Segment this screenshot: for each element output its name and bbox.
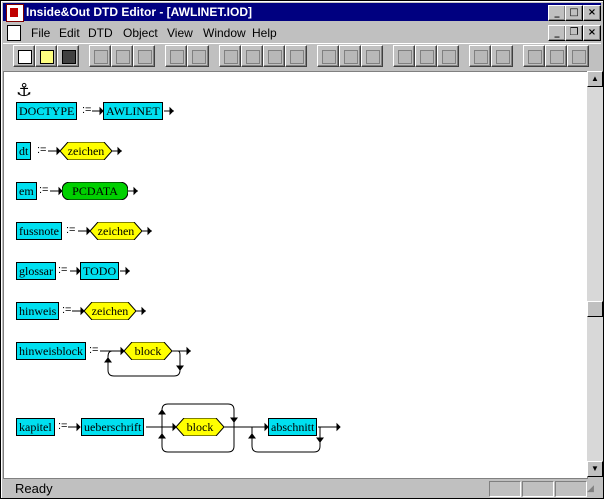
- move-up-icon[interactable]: [523, 45, 545, 67]
- cut-icon[interactable]: [89, 45, 111, 67]
- child-minimize-button[interactable]: _: [548, 25, 566, 41]
- scroll-thumb[interactable]: [587, 301, 603, 317]
- insert-pcdata-icon[interactable]: [263, 45, 285, 67]
- element-box-abschnitt[interactable]: abschnitt: [268, 418, 318, 436]
- sequence-icon[interactable]: [317, 45, 339, 67]
- reference-hex-block[interactable]: block: [124, 342, 172, 360]
- child-close-button[interactable]: ×: [583, 25, 601, 41]
- assign-operator: :=: [37, 144, 47, 156]
- child-restore-button[interactable]: ❐: [565, 25, 583, 41]
- status-panel: [555, 481, 587, 497]
- reference-hex-zeichen[interactable]: zeichen: [60, 142, 112, 160]
- insert-element-icon[interactable]: [219, 45, 241, 67]
- maximize-button[interactable]: □: [565, 5, 583, 21]
- rule-name-dt[interactable]: dt: [16, 142, 32, 160]
- reference-hex-zeichen[interactable]: zeichen: [90, 222, 142, 240]
- rule-name-em[interactable]: em: [16, 182, 37, 200]
- diagram-canvas[interactable]: ⚓: [3, 71, 588, 479]
- menu-view[interactable]: View: [167, 26, 193, 40]
- insert-reference-icon[interactable]: [241, 45, 263, 67]
- optional-icon[interactable]: [393, 45, 415, 67]
- copy-icon[interactable]: [111, 45, 133, 67]
- assign-operator: :=: [82, 104, 92, 116]
- move-right-icon[interactable]: [491, 45, 513, 67]
- scroll-down-arrow-icon[interactable]: ▼: [587, 461, 603, 477]
- element-box-ueberschrift[interactable]: ueberschrift: [81, 418, 145, 436]
- status-bar: Ready ◢: [3, 479, 601, 498]
- document-icon[interactable]: [7, 25, 21, 41]
- scroll-up-arrow-icon[interactable]: ▲: [587, 71, 603, 87]
- status-panel: [489, 481, 521, 497]
- reference-hex-block[interactable]: block: [176, 418, 224, 436]
- new-file-icon[interactable]: [13, 45, 35, 67]
- redo-icon[interactable]: [187, 45, 209, 67]
- repeat-icon[interactable]: [415, 45, 437, 67]
- menu-bar: File Edit DTD Object View Window Help _ …: [3, 23, 601, 42]
- app-icon[interactable]: [6, 4, 24, 22]
- resize-grip-icon[interactable]: ◢: [587, 483, 594, 493]
- title-bar[interactable]: Inside&Out DTD Editor - [AWLINET.IOD] _ …: [3, 3, 601, 22]
- rule-name-hinweisblock[interactable]: hinweisblock: [16, 342, 86, 360]
- menu-file[interactable]: File: [31, 26, 51, 40]
- assign-operator: :=: [89, 344, 99, 356]
- close-button[interactable]: ×: [583, 5, 601, 21]
- group-icon[interactable]: [361, 45, 383, 67]
- assign-operator: :=: [39, 184, 49, 196]
- insert-attribute-icon[interactable]: [285, 45, 307, 67]
- save-icon[interactable]: [57, 45, 79, 67]
- choice-icon[interactable]: [339, 45, 361, 67]
- window-title: Inside&Out DTD Editor - [AWLINET.IOD]: [26, 5, 252, 19]
- assign-operator: :=: [58, 264, 68, 276]
- menu-edit[interactable]: Edit: [59, 26, 80, 40]
- menu-dtd[interactable]: DTD: [88, 26, 113, 40]
- anchor-icon[interactable]: ⚓: [16, 80, 33, 101]
- repeat-optional-icon[interactable]: [437, 45, 459, 67]
- status-panel: [522, 481, 554, 497]
- rule-name-kapitel[interactable]: kapitel: [16, 418, 55, 436]
- connector-lines: [48, 106, 341, 453]
- menu-object[interactable]: Object: [123, 26, 158, 40]
- move-down-icon[interactable]: [545, 45, 567, 67]
- menu-help[interactable]: Help: [252, 26, 277, 40]
- rule-name-glossar[interactable]: glossar: [16, 262, 56, 280]
- open-folder-icon[interactable]: [35, 45, 57, 67]
- undo-icon[interactable]: [165, 45, 187, 67]
- go-up-icon[interactable]: [567, 45, 589, 67]
- move-left-icon[interactable]: [469, 45, 491, 67]
- toolbar: [3, 43, 601, 70]
- menu-window[interactable]: Window: [203, 26, 246, 40]
- element-box-awlinet[interactable]: AWLINET: [103, 102, 163, 120]
- rule-name-doctype[interactable]: DOCTYPE: [16, 102, 78, 120]
- element-box-todo[interactable]: TODO: [80, 262, 120, 280]
- assign-operator: :=: [66, 224, 76, 236]
- vertical-scrollbar[interactable]: ▲ ▼: [587, 71, 603, 477]
- minimize-button[interactable]: _: [548, 5, 566, 21]
- assign-operator: :=: [62, 304, 72, 316]
- pcdata-node[interactable]: PCDATA: [62, 182, 128, 200]
- assign-operator: :=: [58, 420, 68, 432]
- reference-hex-zeichen[interactable]: zeichen: [84, 302, 136, 320]
- paste-icon[interactable]: [133, 45, 155, 67]
- rule-name-hinweis[interactable]: hinweis: [16, 302, 60, 320]
- rule-name-fussnote[interactable]: fussnote: [16, 222, 62, 240]
- status-text: Ready: [15, 481, 53, 496]
